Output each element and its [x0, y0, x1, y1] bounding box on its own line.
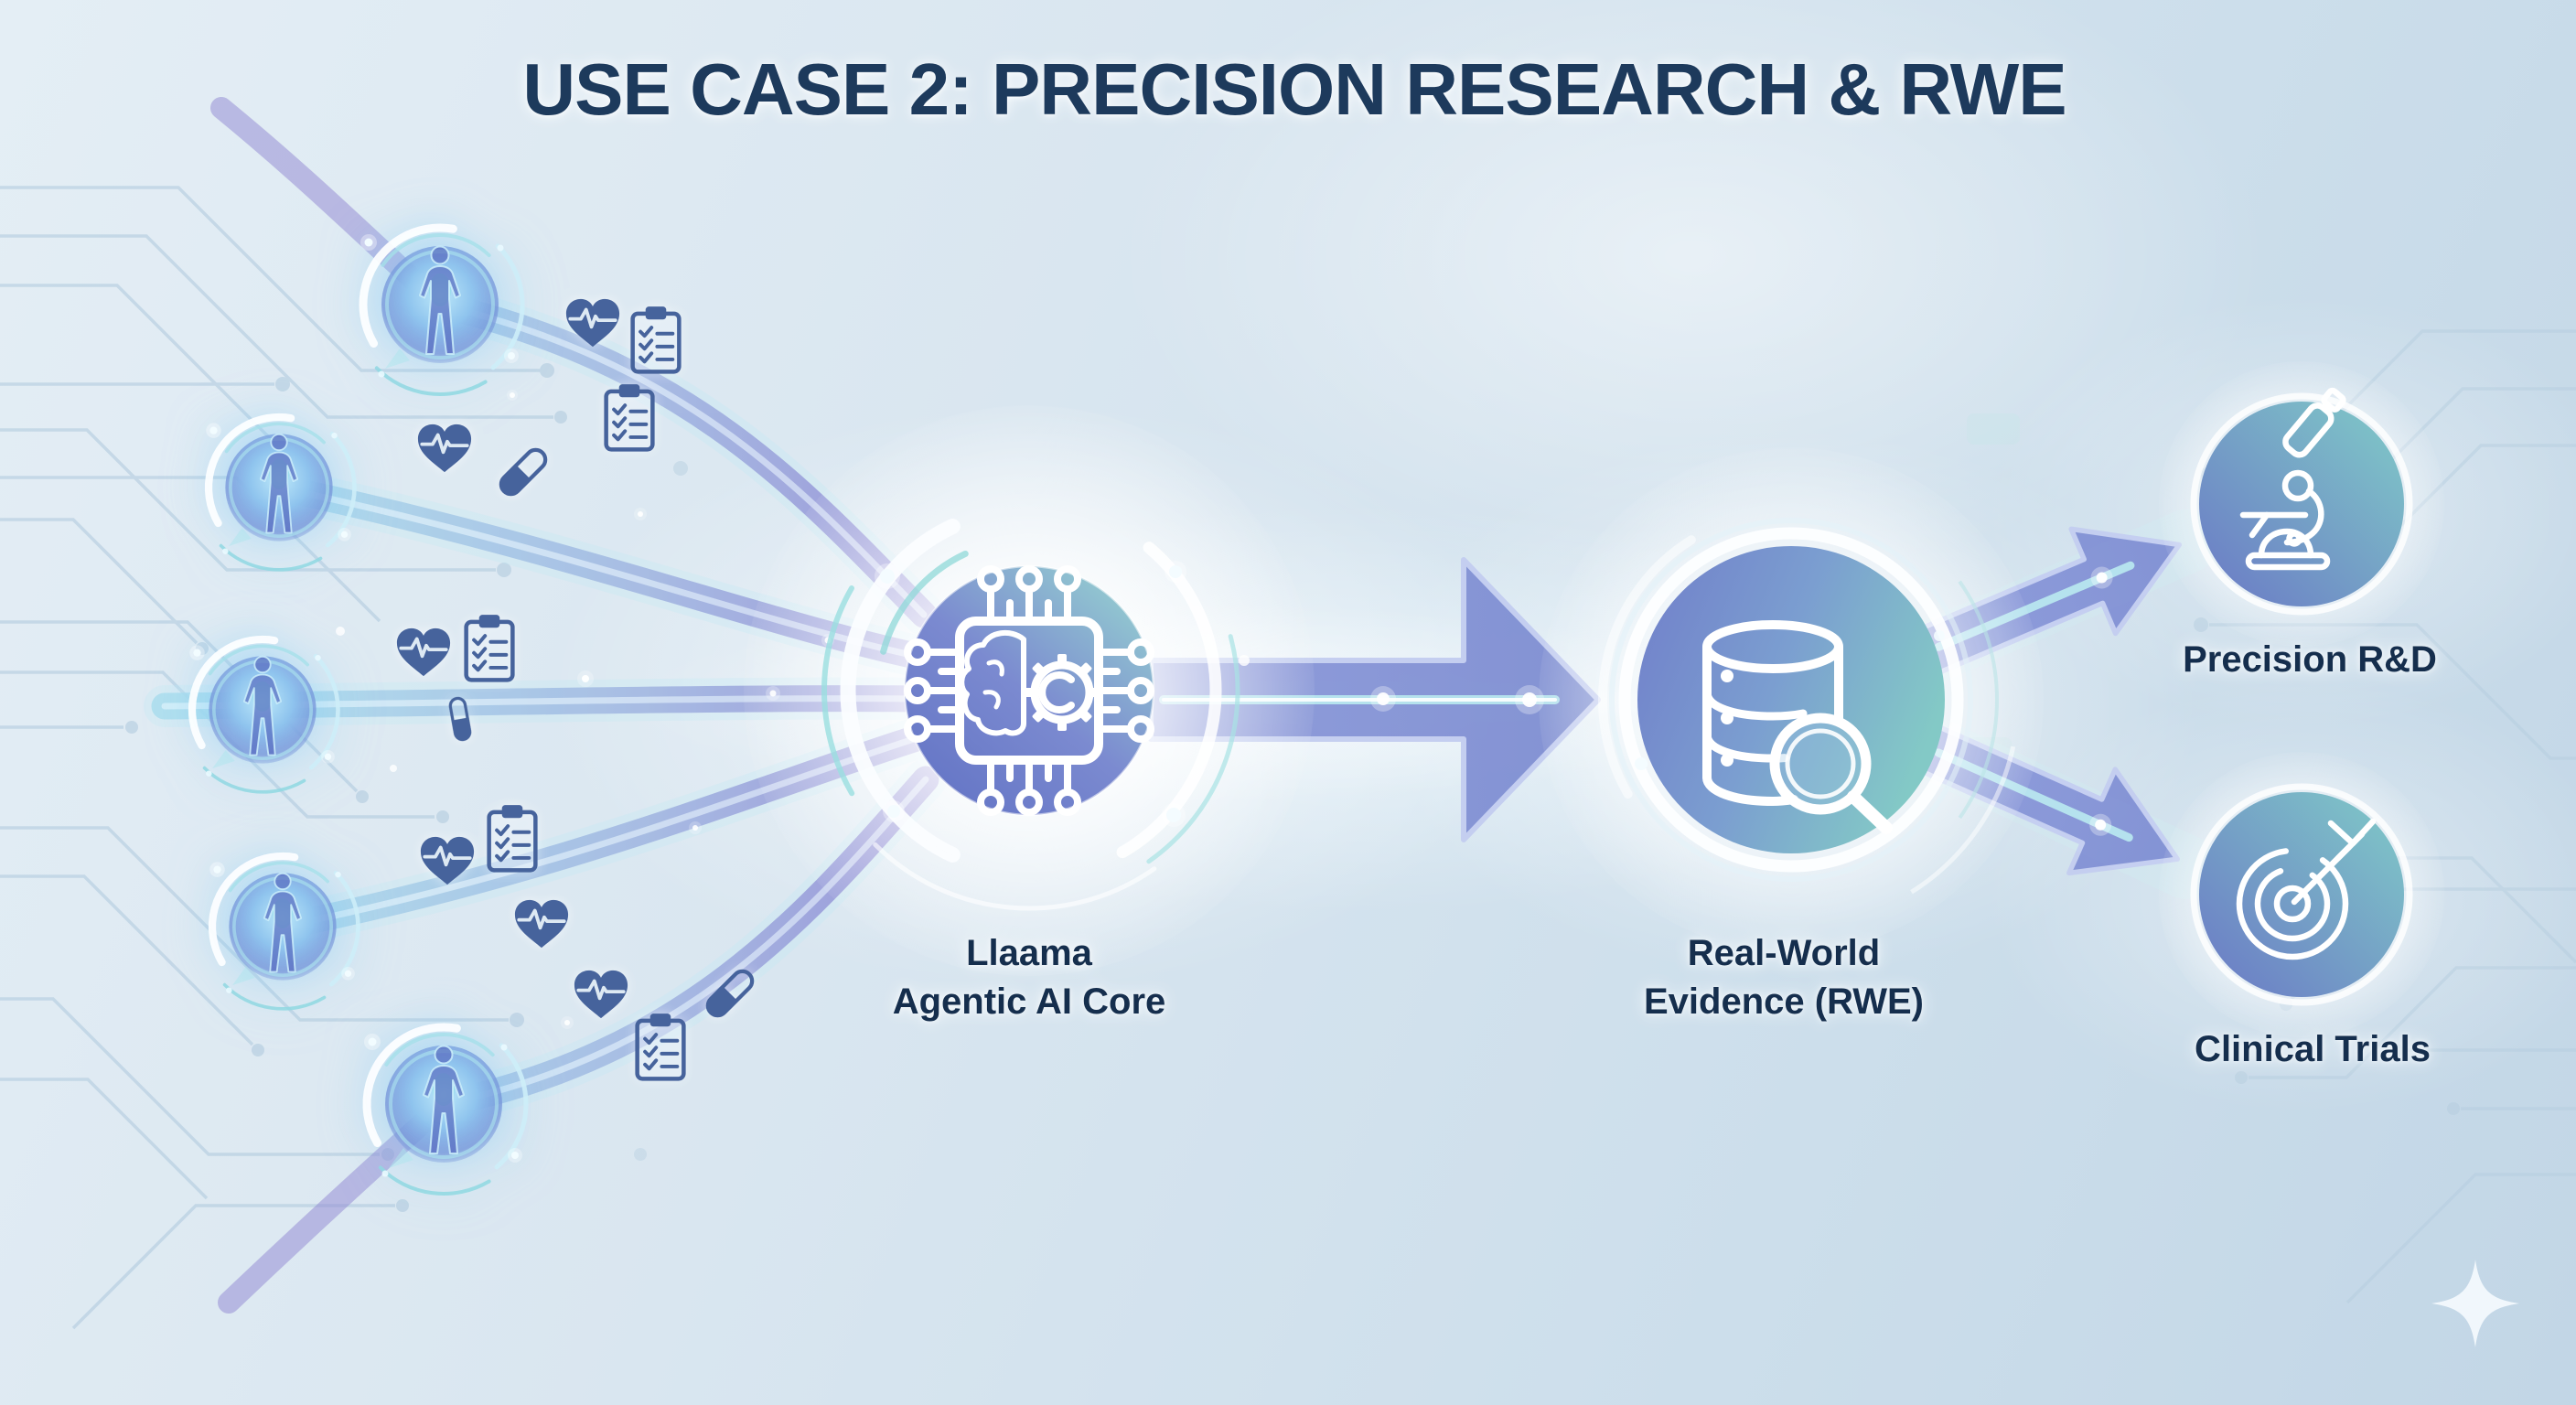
heart-pulse-icon	[415, 831, 479, 890]
precision-rd-label: Precision R&D	[2183, 639, 2437, 680]
clinical-trials-label: Clinical Trials	[2195, 1029, 2431, 1069]
ai-core-label-line2: Agentic AI Core	[892, 981, 1166, 1022]
clinical-trials-node	[2183, 776, 2420, 1014]
clipboard-checklist-icon	[484, 803, 541, 875]
ai-core-label-line1: Llaama	[966, 933, 1092, 973]
heart-pulse-icon	[392, 623, 456, 681]
clipboard-checklist-icon	[601, 382, 658, 455]
precision-rd-node	[2183, 385, 2420, 623]
clipboard-checklist-icon	[461, 613, 518, 685]
patient-node	[162, 609, 363, 810]
pill-capsule-icon	[699, 962, 761, 1024]
clipboard-checklist-icon	[628, 305, 684, 377]
heart-pulse-icon	[569, 965, 633, 1024]
clipboard-checklist-icon	[632, 1012, 689, 1084]
rwe-label: Real-World Evidence (RWE)	[1644, 929, 1924, 1026]
heart-pulse-icon	[413, 419, 477, 477]
pill-capsule-icon	[492, 441, 554, 503]
rwe-label-line2: Evidence (RWE)	[1644, 981, 1924, 1022]
sparkle-icon	[2431, 1260, 2519, 1347]
microscope-icon	[2239, 387, 2346, 571]
patient-node	[334, 994, 553, 1214]
chip-brain-gear-icon	[904, 565, 1154, 816]
target-arrow-icon	[2236, 818, 2377, 960]
database-search-icon	[1702, 620, 1893, 834]
heart-pulse-icon	[561, 294, 625, 352]
heart-pulse-icon	[510, 895, 574, 953]
rwe-node	[1581, 489, 2002, 910]
ai-core-label: Llaama Agentic AI Core	[893, 929, 1166, 1026]
ai-core-node	[791, 453, 1267, 928]
patient-node	[178, 387, 380, 588]
page-title: USE CASE 2: PRECISION RESEARCH & RWE	[522, 48, 2066, 130]
rwe-label-line1: Real-World	[1687, 933, 1881, 973]
patient-node	[330, 195, 550, 414]
